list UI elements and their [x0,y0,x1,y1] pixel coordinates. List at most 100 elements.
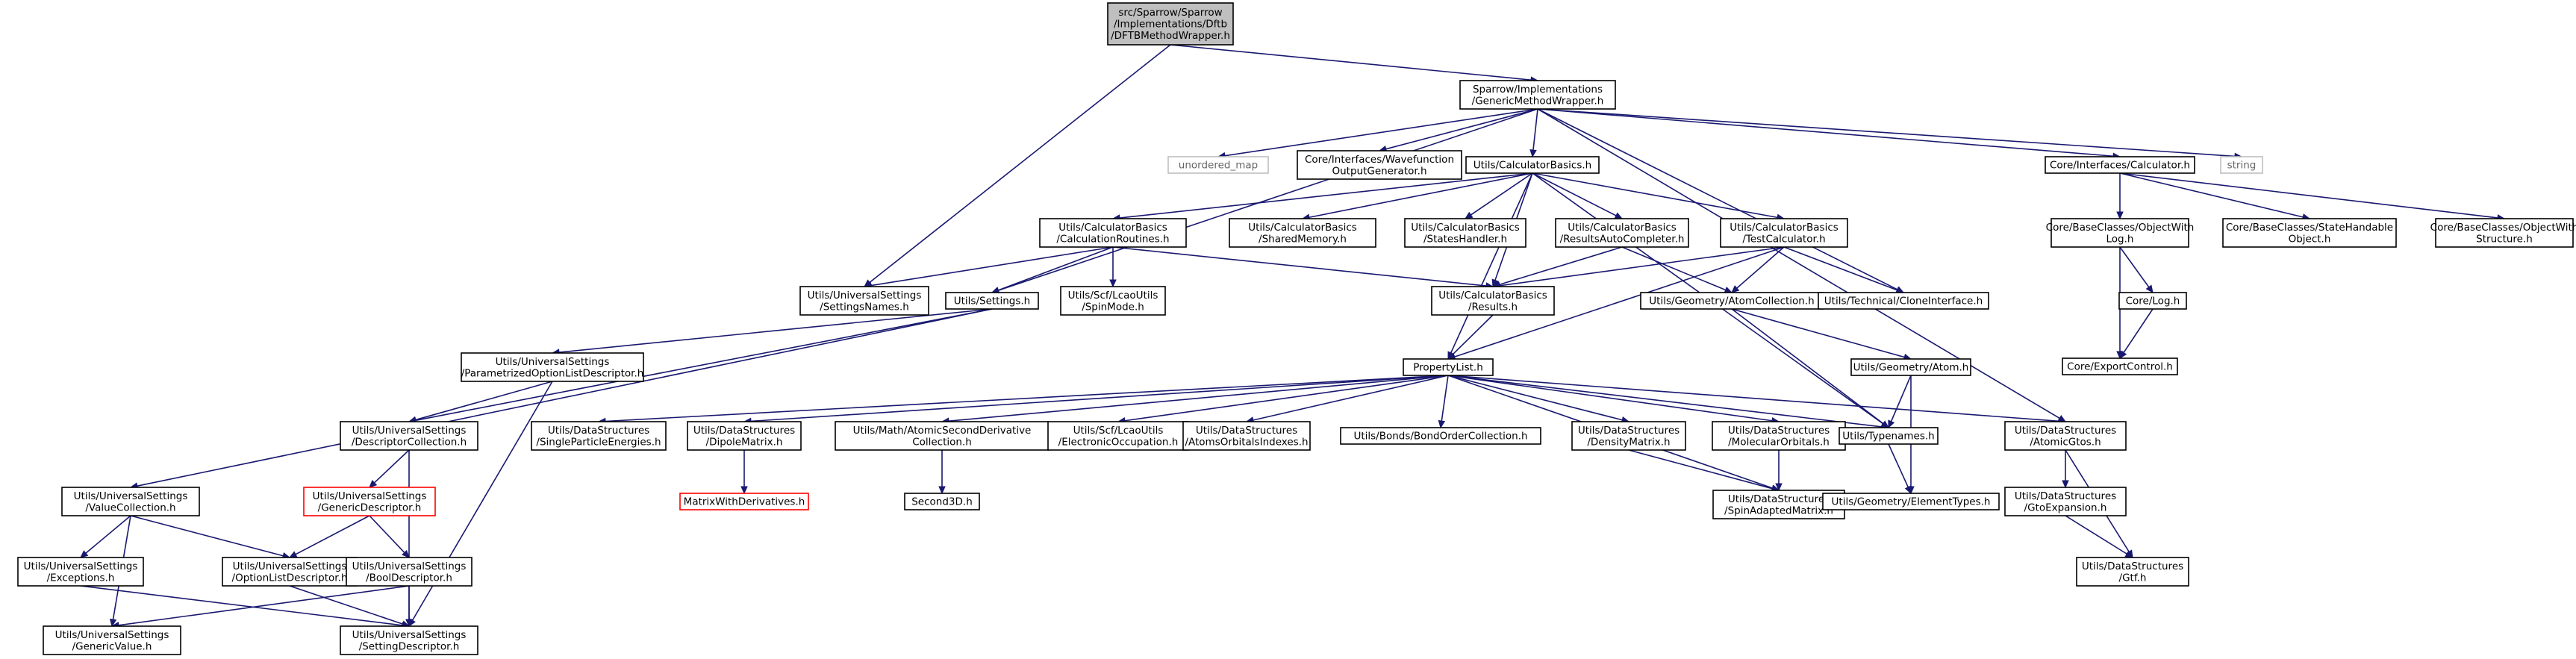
edge-gmw-to-calcif [1537,108,2121,160]
node-string[interactable]: string [2220,156,2263,174]
node-label: /CalculationRoutines.h [1056,233,1169,245]
node-box [1340,427,1541,445]
node-label: /ParametrizedOptionListDescriptor.h [461,367,644,379]
node-calcroutines[interactable]: Utils/CalculatorBasics/CalculationRoutin… [1039,218,1187,248]
edge-atom-to-typenames [1888,375,1912,429]
edge-molorb-to-spinadapted [1775,450,1783,492]
node-optlist[interactable]: Utils/UniversalSettings/OptionListDescri… [222,557,358,587]
node-gtf[interactable]: Utils/DataStructures/Gtf.h [2076,557,2189,587]
node-box [1060,286,1166,316]
node-booldesc[interactable]: Utils/UniversalSettings/BoolDescriptor.h [346,557,473,587]
node-resultsauto[interactable]: Utils/CalculatorBasics/ResultsAutoComple… [1555,218,1689,248]
node-box [904,493,980,510]
node-box [17,557,144,587]
node-box [531,421,667,451]
node-box [2050,218,2189,248]
node-label: Utils/DataStructures [1728,425,1830,437]
node-spe[interactable]: Utils/DataStructures/SingleParticleEnerg… [531,421,667,451]
node-settingdesc[interactable]: Utils/UniversalSettings/SettingDescripto… [340,625,478,655]
node-label: Structure.h [2476,233,2533,245]
node-sharedmem[interactable]: Utils/CalculatorBasics/SharedMemory.h [1229,218,1376,248]
node-paramopt[interactable]: Utils/UniversalSettings/ParametrizedOpti… [461,352,644,382]
node-settings[interactable]: Utils/Settings.h [945,292,1039,310]
node-clone[interactable]: Utils/Technical/CloneInterface.h [1818,292,1989,310]
node-cbasics[interactable]: Utils/CalculatorBasics.h [1465,156,1600,174]
node-label: Utils/DataStructures [693,425,795,437]
node-molorb[interactable]: Utils/DataStructures/MolecularOrbitals.h [1712,421,1846,451]
node-gtoexp[interactable]: Utils/DataStructures/GtoExpansion.h [2004,487,2127,516]
node-valcoll[interactable]: Utils/UniversalSettings/ValueCollection.… [61,487,200,516]
node-eltypes[interactable]: Utils/Geometry/ElementTypes.h [1822,493,2000,510]
node-second3d[interactable]: Second3D.h [904,493,980,510]
node-label: /DFTBMethodWrapper.h [1111,30,1230,42]
node-box [1297,150,1462,180]
edge-gmw-to-string [1537,108,2243,160]
node-label: Utils/UniversalSettings [352,425,467,437]
node-elocc[interactable]: Utils/Scf/LcaoUtils/ElectronicOccupation… [1047,421,1189,451]
node-box [2045,156,2195,174]
node-density[interactable]: Utils/DataStructures/DensityMatrix.h [1571,421,1686,451]
node-label: /SingleParticleEnergies.h [536,436,661,448]
edge-desccoll-to-gendesc [369,449,410,488]
node-settingsnames[interactable]: Utils/UniversalSettings/SettingsNames.h [799,286,929,316]
node-label: Utils/CalculatorBasics [1568,222,1677,234]
node-label: Utils/UniversalSettings [313,490,427,502]
edge-calcroutines-to-results [1112,246,1494,290]
node-results[interactable]: Utils/CalculatorBasics/Results.h [1431,286,1555,316]
node-calcif[interactable]: Core/Interfaces/Calculator.h [2045,156,2195,174]
node-label: /ElectronicOccupation.h [1058,436,1179,448]
node-label: /GenericMethodWrapper.h [1472,95,1604,107]
node-label: Utils/DataStructures [1728,493,1830,505]
node-root[interactable]: src/Sparrow/Sparrow/Implementations/Dftb… [1107,2,1234,46]
node-label: /GenericDescriptor.h [318,502,422,513]
edge-gendesc-to-booldesc [369,515,410,558]
node-atom[interactable]: Utils/Geometry/Atom.h [1850,358,1971,376]
node-exceptions[interactable]: Utils/UniversalSettings/Exceptions.h [17,557,144,587]
node-label: Utils/DataStructures [2015,490,2116,502]
node-box [61,487,200,516]
node-label: /AtomsOrbitalsIndexes.h [1185,436,1308,448]
node-atomicsecond[interactable]: Utils/Math/AtomicSecondDerivativeCollect… [835,421,1050,451]
node-aoidx[interactable]: Utils/DataStructures/AtomsOrbitalsIndexe… [1182,421,1311,451]
node-label: /SharedMemory.h [1259,233,1347,245]
node-box [1822,493,2000,510]
node-wfog[interactable]: Core/Interfaces/WavefunctionOutputGenera… [1297,150,1462,180]
node-exportctl[interactable]: Core/ExportControl.h [2062,357,2178,375]
node-spinmode[interactable]: Utils/Scf/LcaoUtils/SpinMode.h [1060,286,1166,316]
node-genvalue[interactable]: Utils/UniversalSettings/GenericValue.h [43,625,181,655]
node-label: Utils/Math/AtomicSecondDerivative [853,425,1032,437]
node-box [2004,421,2127,451]
node-unordered[interactable]: unordered_map [1167,156,1269,174]
node-proplist[interactable]: PropertyList.h [1403,358,1494,376]
node-desccoll[interactable]: Utils/UniversalSettings/DescriptorCollec… [340,421,478,451]
node-boc[interactable]: Utils/Bonds/BondOrderCollection.h [1340,427,1541,445]
node-label: /StatesHandler.h [1423,233,1507,245]
node-typenames[interactable]: Utils/Typenames.h [1839,427,1939,445]
node-label: Utils/CalculatorBasics [1411,222,1520,234]
node-label: Utils/UniversalSettings [233,560,347,572]
node-dipole[interactable]: Utils/DataStructures/DipoleMatrix.h [687,421,802,451]
node-stateshandler[interactable]: Utils/CalculatorBasics/StatesHandler.h [1404,218,1526,248]
node-gendesc[interactable]: Utils/UniversalSettings/GenericDescripto… [303,487,436,516]
node-label: /OptionListDescriptor.h [232,572,348,584]
edge-results-to-proplist [1447,314,1494,360]
node-label: /SpinMode.h [1082,301,1144,313]
node-testcalc[interactable]: Utils/CalculatorBasics/TestCalculator.h [1720,218,1848,248]
node-label: Utils/UniversalSettings [496,356,610,368]
node-label: /Results.h [1468,301,1518,313]
edge-atomicgtos-to-gtoexp [2062,450,2069,489]
node-box [2220,156,2263,174]
node-box [461,352,644,382]
node-atomicgtos[interactable]: Utils/DataStructures/AtomicGtos.h [2004,421,2127,451]
node-label: Utils/Geometry/AtomCollection.h [1649,296,1814,307]
node-label: /BoolDescriptor.h [366,572,452,584]
node-atomcoll[interactable]: Utils/Geometry/AtomCollection.h [1640,292,1824,310]
node-corelog[interactable]: Core/Log.h [2118,292,2187,310]
node-box [1229,218,1376,248]
node-gmw[interactable]: Sparrow/Implementations/GenericMethodWra… [1459,80,1616,110]
node-mwd[interactable]: MatrixWithDerivatives.h [679,493,809,510]
node-box [222,557,358,587]
